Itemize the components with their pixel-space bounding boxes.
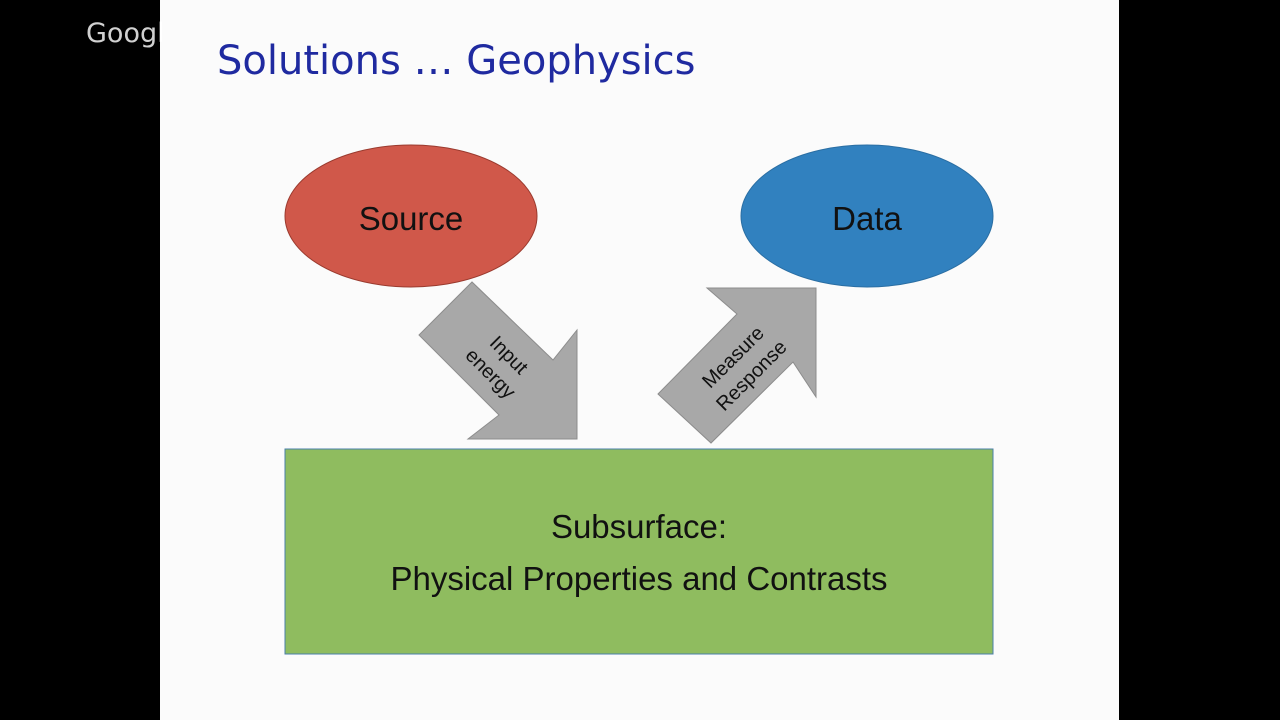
- measure-arrow-shape: [657, 287, 817, 444]
- data-label: Data: [832, 200, 902, 237]
- slide-title: Solutions … Geophysics: [217, 38, 696, 84]
- source-label: Source: [359, 200, 464, 237]
- source-ellipse: [284, 144, 538, 288]
- input-energy-arrow: Input energy: [418, 281, 578, 440]
- subsurface-label-line1: Subsurface:: [551, 508, 727, 545]
- data-node: Data: [740, 144, 994, 288]
- geophysics-diagram: Source Data Input energy Measure: [284, 144, 994, 655]
- presentation-slide: Solutions … Geophysics Source Data Input…: [160, 0, 1119, 720]
- subsurface-node: Subsurface: Physical Properties and Cont…: [284, 448, 994, 655]
- subsurface-label-line2: Physical Properties and Contrasts: [390, 560, 887, 597]
- source-node: Source: [284, 144, 538, 288]
- subsurface-box: [284, 448, 994, 655]
- measure-response-arrow: Measure Response: [657, 287, 817, 444]
- data-ellipse: [740, 144, 994, 288]
- input-arrow-shape: [418, 281, 578, 440]
- google-watermark: Googl: [86, 18, 165, 49]
